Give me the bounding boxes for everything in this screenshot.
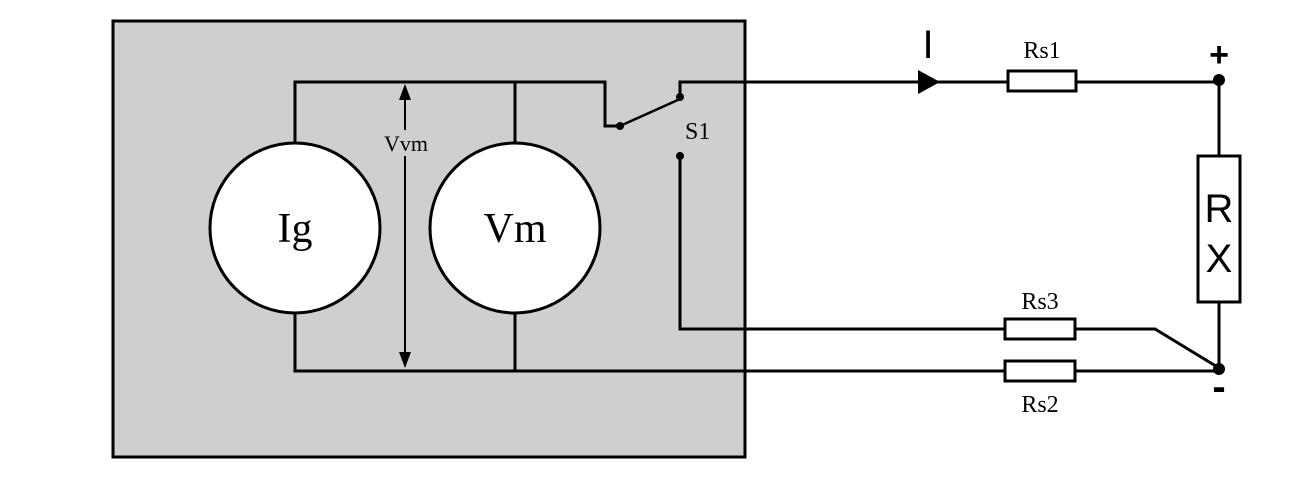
plus-label: + (1209, 36, 1229, 74)
rs3-resistor (1003, 317, 1077, 341)
current-label: I (922, 23, 933, 67)
rs2-label: Rs2 (1021, 392, 1058, 418)
rx-resistor (1196, 154, 1242, 304)
ig-meter-label: Ig (278, 206, 313, 252)
rx-label-x: X (1206, 237, 1233, 281)
vm-meter-label: Vm (484, 206, 547, 252)
instrument-box (111, 19, 747, 459)
vvm-label: Vvm (384, 131, 428, 156)
switch-output-wire (678, 80, 1010, 99)
rs2-resistor (1003, 359, 1077, 383)
current-arrow (918, 70, 940, 94)
ig-meter (208, 141, 382, 315)
switch-s1 (616, 93, 684, 160)
switch-label: S1 (685, 119, 710, 145)
vm-meter (428, 141, 602, 315)
top-rail-wire (293, 80, 622, 128)
rs1-label: Rs1 (1023, 38, 1060, 64)
minus-label: - (1212, 365, 1225, 409)
sense-wire (678, 154, 1007, 331)
rs3-to-minus-wire (1073, 327, 1222, 371)
rs1-resistor (1006, 69, 1078, 93)
vvm-label-bg (376, 130, 434, 156)
rs3-label: Rs3 (1021, 289, 1058, 315)
rx-label-r: R (1205, 187, 1234, 231)
minus-terminal (1213, 363, 1225, 375)
